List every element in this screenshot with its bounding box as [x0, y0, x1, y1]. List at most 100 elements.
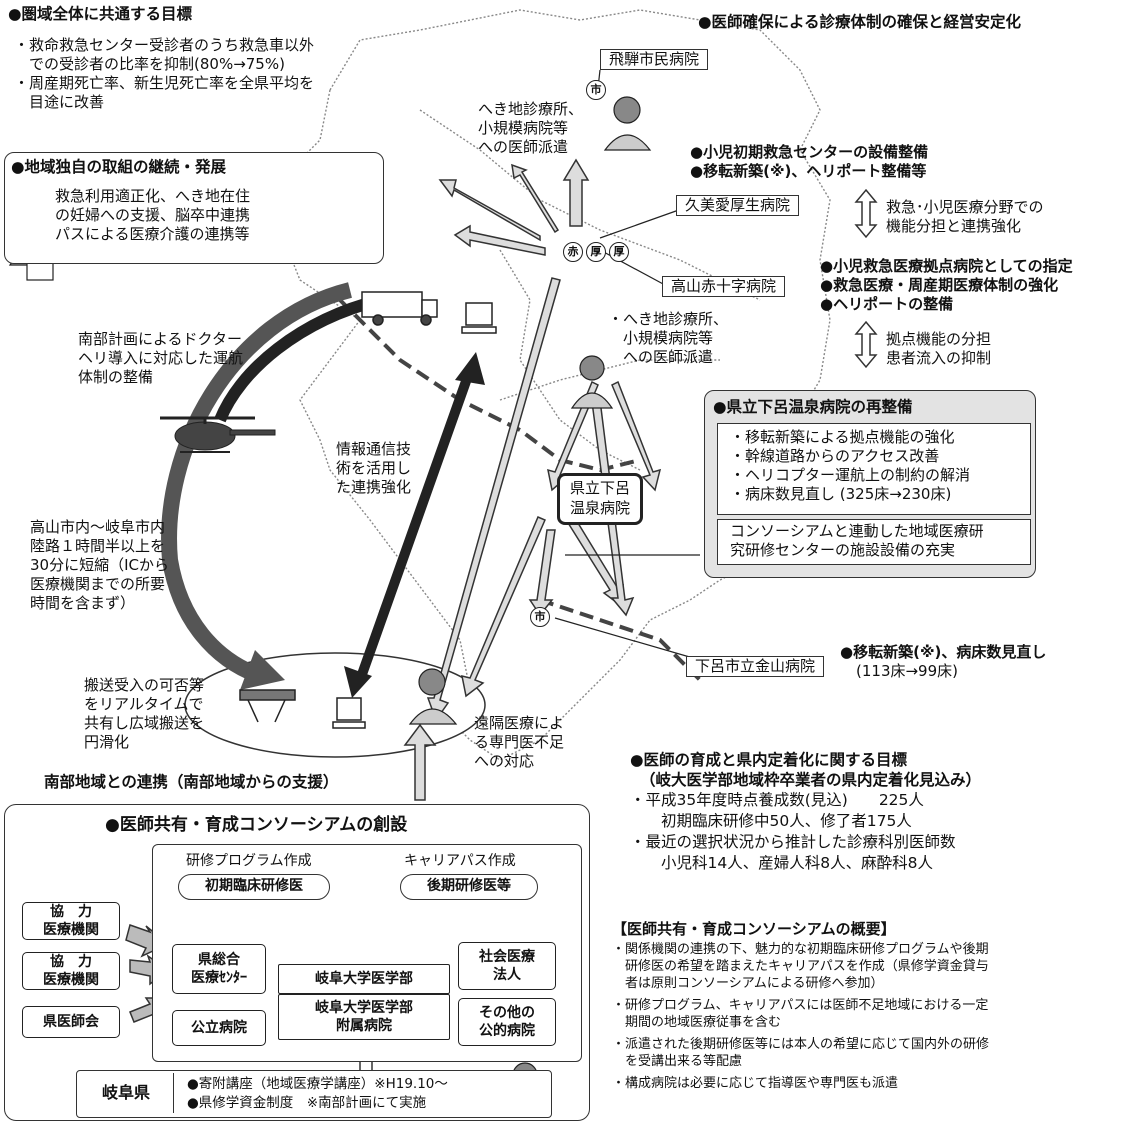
remote-dispatch-line: 小規模病院等	[608, 329, 714, 347]
helicopter-route-arrow	[161, 282, 352, 684]
helicopter-note-line: ヘリ導入に対応した運航	[78, 349, 244, 367]
gero-plan-item: ・ヘリコプター運航上の制約の解消	[730, 466, 971, 484]
gero-plan-item: ・幹線道路からのアクセス改善	[730, 447, 940, 465]
road-note-line: 陸路１時間半以上を	[30, 537, 166, 555]
overview-item: ・派遣された後期研修医等には本人の希望に応じて国内外の研修 を受講出来る等配慮	[612, 1036, 989, 1070]
gifu-label: 岐阜県	[79, 1073, 174, 1113]
overview-line: 者は原則コンソーシアムによる研修へ参加）	[612, 976, 884, 991]
gero-consortium-box: コンソーシアムと連動した地域医療研 究研修センターの施設設備の充実	[717, 519, 1031, 565]
regional-line: 救急利用適正化、へき地在住	[55, 187, 251, 205]
gifu-items: ●寄附講座（地域医療学講座）※H19.10～ ●県修学資金制度 ※南部計画にて実…	[187, 1075, 448, 1113]
public-hospital-box: 公立病院	[172, 1010, 266, 1046]
gero-plan-box: ●県立下呂温泉病院の再整備 ・移転新築による拠点機能の強化 ・幹線道路からのアク…	[704, 390, 1036, 578]
it-note: 情報通信技 術を活用し た連携強化	[336, 440, 411, 497]
kosei-mark: 厚	[586, 242, 606, 262]
kanayama-action: ●移転新築(※)、病床数見直し	[840, 643, 1047, 661]
social-label: 法人	[493, 967, 521, 983]
it-link-arrow	[355, 368, 475, 682]
program-label: 研修プログラム作成	[186, 853, 312, 869]
gifu-item: ●県修学資金制度 ※南部計画にて実施	[187, 1095, 427, 1111]
training-goals-line: ・平成35年度時点養成数(見込) 225人	[630, 791, 924, 809]
career-label: キャリアパス作成	[404, 853, 516, 869]
takayama-hospital-label: 高山赤十字病院	[662, 276, 786, 297]
general-label: 県総合	[198, 952, 240, 968]
other-public-label: 公的病院	[479, 1023, 535, 1039]
common-goals-list: ・救命救急センター受診者のうち救急車以外 での受診者の比率を抑制(80%→75%…	[14, 36, 314, 112]
regional-lines: 救急利用適正化、へき地在住 の妊婦への支援、脳卒中連携 パスによる医療介護の連携…	[55, 187, 250, 244]
road-note: 高山市内～岐阜市内 陸路１時間半以上を 30分に短縮（ICから 医療機関までの所…	[30, 518, 169, 613]
city-mark: 市	[586, 78, 609, 100]
remote-med-note: 遠隔医療によ る専門医不足 への対応	[474, 714, 564, 771]
gero-consortium-line: コンソーシアムと連動した地域医療研	[730, 522, 984, 540]
city-mark-label: 市	[530, 607, 550, 627]
road-note-line: 高山市内～岐阜市内	[30, 518, 166, 536]
it-note-line: 情報通信技	[336, 440, 412, 458]
coop-hospital-2: 協 力医療機関	[22, 952, 120, 990]
coop-hospital-1: 協 力医療機関	[22, 902, 120, 940]
initial-resident-pill: 初期臨床研修医	[178, 874, 330, 900]
kanayama-actions: ●移転新築(※)、病床数見直し (113床→99床)	[840, 643, 1046, 681]
city-mark-label: 市	[586, 80, 606, 100]
helicopter-note: 南部計画によるドクター ヘリ導入に対応した運航 体制の整備	[78, 330, 243, 387]
transport-note: 搬送受入の可否等 をリアルタイムで 共有し広域搬送を 円滑化	[84, 676, 204, 752]
univ-hospital-box: 岐阜大学医学部附属病院	[278, 994, 450, 1040]
red-cross-mark: 赤	[563, 242, 583, 262]
overview-line: ・構成病院は必要に応じて指導医や専門医も派遣	[612, 1076, 899, 1091]
consortium-overview: 【医師共有・育成コンソーシアムの概要】 ・関係機関の連携の下、魅力的な初期臨床研…	[612, 920, 989, 1092]
remote-med-line: 遠隔医療によ	[474, 714, 565, 732]
road-note-line: 時間を含まず）	[30, 594, 136, 612]
common-goals-line: での受診者の比率を抑制(80%→75%)	[14, 55, 285, 73]
training-goals-line: 初期臨床研修中50人、修了者175人	[630, 812, 912, 830]
remote-dispatch-line: 小規模病院等	[478, 119, 569, 137]
road-note-line: 医療機関までの所要	[30, 575, 166, 593]
med-assoc-label: 県医師会	[43, 1014, 99, 1030]
training-goals: ●医師の育成と県内定着化に関する目標 （岐大医学部地域枠卒業者の県内定着化見込み…	[630, 750, 981, 874]
kumi-actions: ●小児初期救急センターの設備整備 ●移転新築(※)、ヘリポート整備等	[690, 143, 928, 181]
remote-dispatch-line: への医師派遣	[608, 348, 714, 366]
common-goals-line: 目途に改善	[14, 93, 105, 111]
ambulance-shape	[361, 291, 438, 326]
gero-plan-items: ・移転新築による拠点機能の強化 ・幹線道路からのアクセス改善 ・ヘリコプター運航…	[717, 423, 1031, 515]
helicopter-note-line: 南部計画によるドクター	[78, 330, 242, 348]
overview-line: を受講出来る等配慮	[612, 1054, 743, 1069]
gero-hospital-label: 県立下呂 温泉病院	[557, 473, 643, 525]
kosei-mark: 厚	[609, 242, 629, 262]
hida-hospital-label: 飛騨市民病院	[600, 49, 709, 70]
general-center-box: 県総合医療ｾﾝﾀｰ	[172, 944, 266, 994]
gero-plan-title: ●県立下呂温泉病院の再整備	[713, 398, 913, 416]
it-note-line: た連携強化	[336, 478, 412, 496]
transport-note-line: 円滑化	[84, 733, 130, 751]
overview-title: 【医師共有・育成コンソーシアムの概要】	[612, 920, 896, 938]
role-share-line: 機能分担と連携強化	[886, 217, 1022, 235]
transport-note-line: 搬送受入の可否等	[84, 676, 205, 694]
overview-item: ・構成病院は必要に応じて指導医や専門医も派遣	[612, 1075, 989, 1092]
road-note-line: 30分に短縮（ICから	[30, 556, 169, 574]
remote-dispatch-line: ・へき地診療所、	[608, 310, 729, 328]
common-goals-line: ・周産期死亡率、新生児死亡率を全県平均を	[14, 74, 315, 92]
overview-item: ・関係機関の連携の下、魅力的な初期臨床研修プログラムや後期 研修医の希望を踏まえ…	[612, 941, 989, 992]
south-link-label: 南部地域との連携（南部地域からの支援）	[44, 773, 339, 791]
later-resident-pill: 後期研修医等	[400, 874, 538, 900]
remote-dispatch-line: への医師派遣	[478, 138, 569, 156]
boundary-line	[338, 298, 641, 473]
gero-hospital-line: 温泉病院	[569, 499, 630, 517]
gero-consortium-line: 究研修センターの施設設備の充実	[730, 541, 956, 559]
med-assoc-box: 県医師会	[22, 1006, 120, 1038]
overview-line: 期間の地域医療従事を含む	[612, 1015, 782, 1030]
training-goals-subtitle: （岐大医学部地域枠卒業者の県内定着化見込み）	[640, 771, 982, 789]
helicopter-shape	[160, 416, 276, 453]
overview-line: ・関係機関の連携の下、魅力的な初期臨床研修プログラムや後期	[612, 942, 989, 957]
other-public-label: その他の	[479, 1005, 535, 1021]
training-goals-line: ・最近の選択状況から推計した診療科別医師数	[630, 833, 956, 851]
takayama-actions: ●小児救急医療拠点病院としての指定 ●救急医療・周産期医療体制の強化 ●ヘリポー…	[820, 257, 1073, 314]
role-share-2: 拠点機能の分担 患者流入の抑制	[886, 330, 991, 368]
remote-dispatch-2: ・へき地診療所、 小規模病院等 への医師派遣	[608, 310, 728, 367]
remote-dispatch-line: へき地診療所、	[478, 100, 584, 118]
kumi-action: ●移転新築(※)、ヘリポート整備等	[690, 162, 927, 180]
regional-line: の妊婦への支援、脳卒中連携	[55, 206, 251, 224]
consortium-box: ●医師共有・育成コンソーシアムの創設	[4, 804, 590, 1121]
role-share-1: 救急･小児医療分野での 機能分担と連携強化	[886, 198, 1044, 236]
transport-note-line: をリアルタイムで	[84, 695, 204, 713]
takayama-action: ●ヘリポートの整備	[820, 295, 954, 313]
takayama-action: ●小児救急医療拠点病院としての指定	[820, 257, 1073, 275]
